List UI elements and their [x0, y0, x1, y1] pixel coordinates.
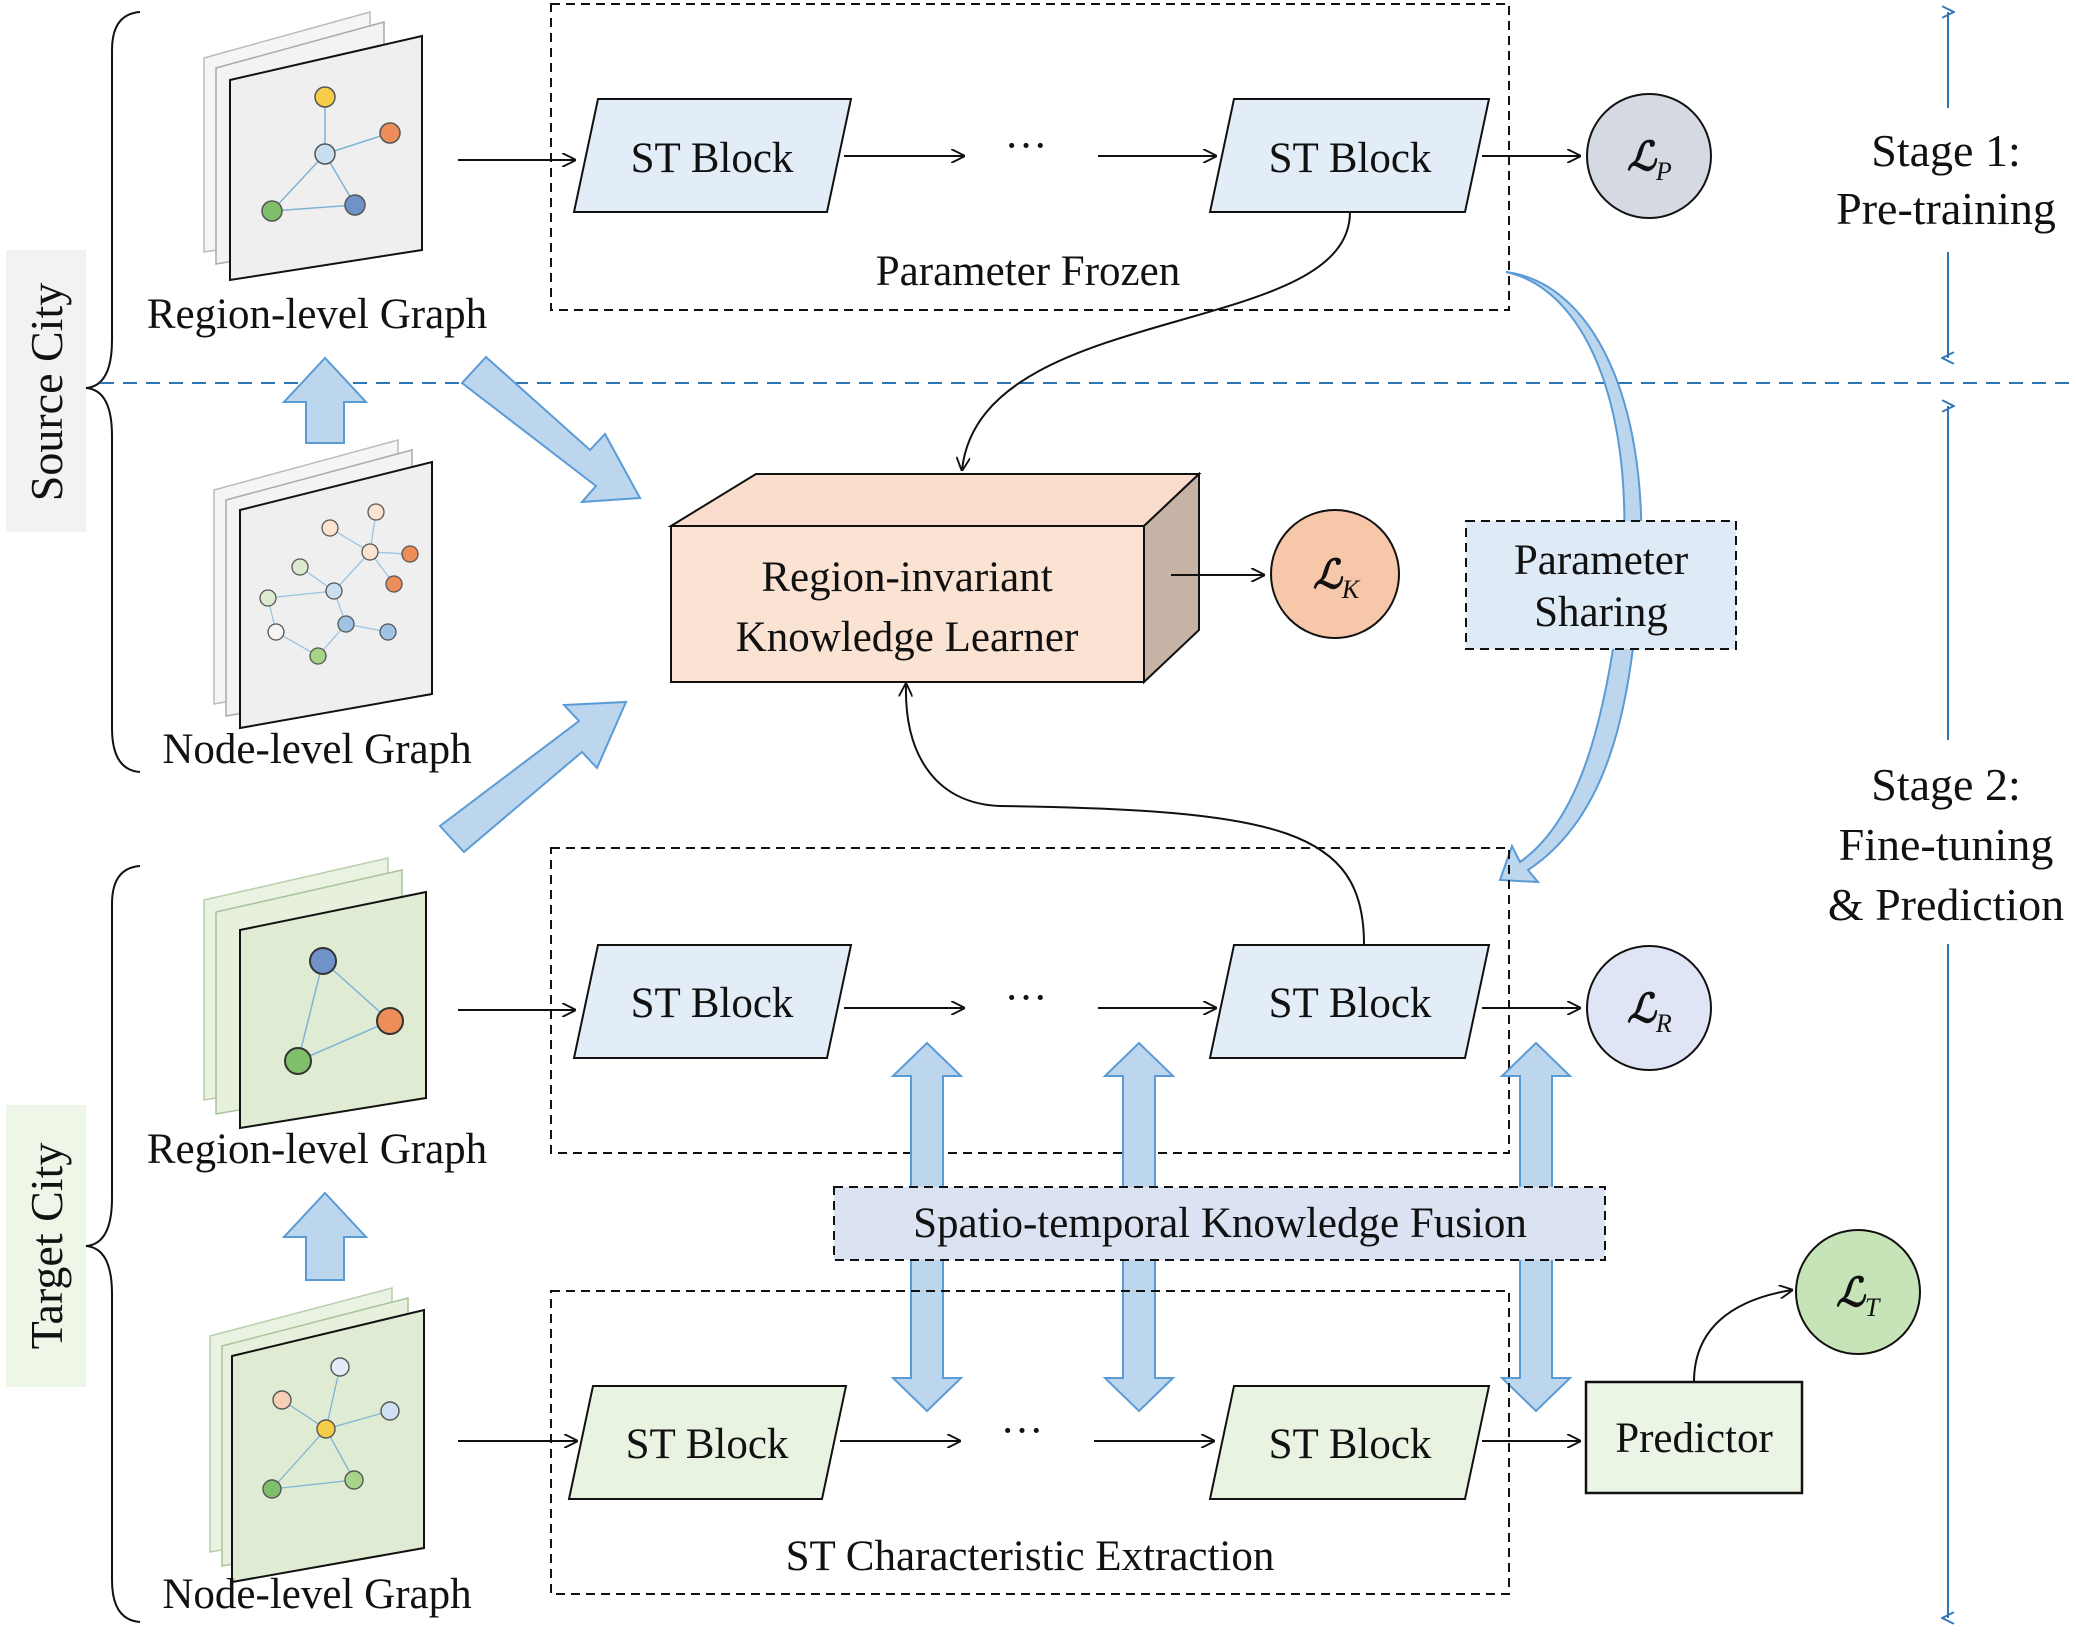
loss-t-circle: [1795, 1229, 1921, 1355]
target-up-arrow: [281, 1191, 369, 1281]
fusion-bar: [833, 1186, 1606, 1261]
top-st-block-1-label: ST Block: [631, 135, 794, 182]
bottom-st-block-1: [567, 1385, 848, 1500]
loss-k-circle: [1270, 509, 1400, 639]
source-region-graph-label: Region-level Graph: [147, 291, 487, 338]
source-city-label: Source City: [21, 283, 72, 501]
top-st-block-1: [572, 98, 853, 213]
target-to-learner-arrow: [438, 700, 628, 854]
mid-st-block-2: [1208, 944, 1491, 1059]
stage1-line1: Stage 1:: [1871, 125, 2020, 176]
bottom-ellipsis: ···: [1001, 1408, 1044, 1455]
source-to-learner-arrow: [460, 355, 642, 504]
source-node-graph-label: Node-level Graph: [162, 726, 471, 773]
bottom-st-block-2-label: ST Block: [1269, 1421, 1432, 1468]
target-city-brace: [85, 865, 141, 1623]
top-st-block-2: [1208, 98, 1491, 213]
target-city-label: Target City: [21, 1143, 72, 1350]
predictor-to-loss-t-curve: [1693, 1290, 1792, 1383]
source-city-label-bg: [6, 250, 86, 532]
parameter-sharing-band: [1498, 271, 1643, 884]
predictor-label: Predictor: [1615, 1415, 1773, 1462]
learner-line2: Knowledge Learner: [736, 614, 1079, 661]
loss-p-circle: [1586, 93, 1712, 219]
st-characteristic-extraction-group: [550, 1290, 1510, 1595]
parameter-sharing-box: [1465, 520, 1737, 650]
target-node-graph-label: Node-level Graph: [162, 1571, 471, 1618]
source-city-brace: [85, 11, 141, 773]
mid-st-block-1: [572, 944, 853, 1059]
loss-k-label: ℒK: [1313, 552, 1361, 604]
target-region-graph-icon: [203, 857, 427, 1130]
stage2-line3: & Prediction: [1828, 879, 2064, 930]
frozen-to-learner-curve: [962, 211, 1351, 470]
mid-st-block-2-label: ST Block: [1269, 980, 1432, 1027]
predictor-box: [1584, 1380, 1804, 1495]
mid-st-block-1-label: ST Block: [631, 980, 794, 1027]
stage1-line2: Pre-training: [1836, 183, 2056, 234]
st-characteristic-extraction-label: ST Characteristic Extraction: [786, 1533, 1275, 1580]
bottom-st-block-1-label: ST Block: [626, 1421, 789, 1468]
parameter-sharing-line1: Parameter: [1514, 537, 1688, 584]
parameter-frozen-label: Parameter Frozen: [876, 248, 1180, 295]
source-region-graph-icon: [203, 11, 423, 282]
loss-t-label: ℒT: [1836, 1270, 1881, 1322]
fusion-label: Spatio-temporal Knowledge Fusion: [913, 1200, 1527, 1247]
learner-line1: Region-invariant: [761, 554, 1052, 601]
parameter-sharing-line2: Sharing: [1534, 589, 1668, 636]
loss-p-label: ℒP: [1627, 134, 1672, 186]
source-up-arrow: [281, 356, 369, 444]
mid-ellipsis: ···: [1005, 975, 1048, 1022]
stage2-line2: Fine-tuning: [1839, 819, 2054, 870]
top-st-block-2-label: ST Block: [1269, 135, 1432, 182]
target-region-group: [550, 847, 1510, 1154]
stage2-line1: Stage 2:: [1871, 759, 2020, 810]
loss-r-circle: [1586, 945, 1712, 1071]
source-node-graph-icon: [213, 439, 433, 730]
knowledge-learner-box: [667, 471, 1202, 685]
region-to-learner-curve: [906, 684, 1365, 945]
target-region-graph-label: Region-level Graph: [147, 1126, 487, 1173]
loss-r-label: ℒR: [1627, 986, 1672, 1038]
top-ellipsis: ···: [1005, 123, 1048, 170]
bottom-st-block-2: [1208, 1385, 1491, 1500]
target-node-graph-icon: [209, 1287, 425, 1584]
target-city-label-bg: [6, 1105, 86, 1387]
